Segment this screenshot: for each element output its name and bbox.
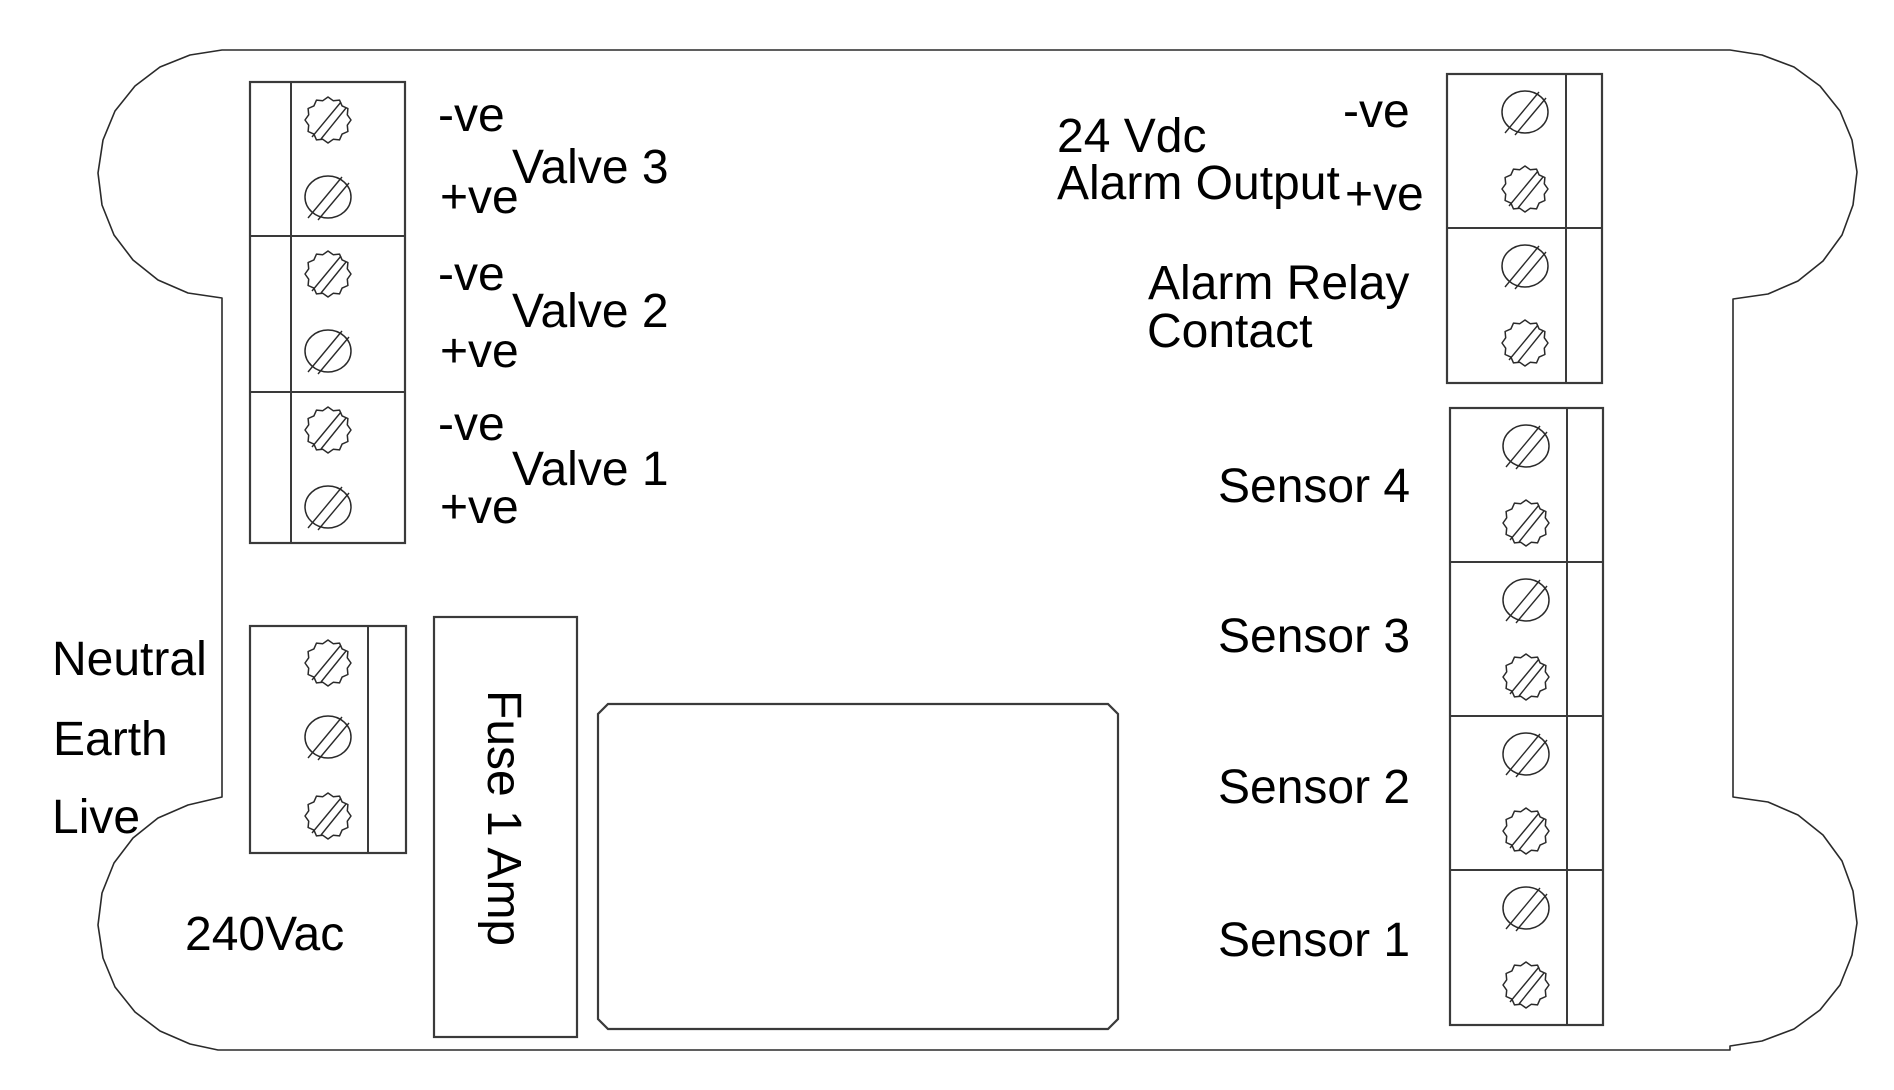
slotted-screw-icon [1502,578,1550,624]
alarm-terminal-block [1445,72,1604,385]
alarm-supply-line2-label: Alarm Output [1057,157,1340,210]
valve-2-label: Valve 2 [512,285,669,338]
serrated-screw-icon [304,639,352,687]
live-label: Live [52,791,140,844]
valve-3-neg-label: -ve [438,89,505,142]
slotted-screw-icon [304,485,352,531]
voltage-label: 240Vac [185,908,344,961]
serrated-screw-icon [1501,319,1549,367]
serrated-screw-icon [1502,653,1550,701]
alarm-supply-line1-label: 24 Vdc [1057,110,1206,163]
serrated-screw-icon [1502,807,1550,855]
sensor-2-label: Sensor 2 [1218,761,1410,814]
alarm-relay-line2-label: Contact [1147,305,1312,358]
slotted-screw-icon [304,329,352,375]
slotted-screw-icon [304,715,352,761]
alarm-neg-label: -ve [1343,85,1410,138]
slotted-screw-icon [1502,886,1550,932]
module-body-rect [596,702,1120,1031]
slotted-screw-icon [1501,90,1549,136]
valve-1-pos-label: +ve [440,481,519,534]
valve-2-neg-label: -ve [438,248,505,301]
slotted-screw-icon [1502,424,1550,470]
enclosure-outline [97,49,1858,1051]
valve-3-pos-label: +ve [440,171,519,224]
serrated-screw-icon [304,406,352,454]
serrated-screw-icon [1502,961,1550,1009]
sensor-3-label: Sensor 3 [1218,610,1410,663]
valve-terminal-block [248,80,407,545]
valve-3-label: Valve 3 [512,141,669,194]
fuse-label: Fuse 1 Amp [477,690,530,946]
serrated-screw-icon [304,96,352,144]
slotted-screw-icon [304,175,352,221]
valve-1-neg-label: -ve [438,398,505,451]
earth-label: Earth [53,713,168,766]
serrated-screw-icon [1502,499,1550,547]
neutral-label: Neutral [52,633,207,686]
alarm-relay-line1-label: Alarm Relay [1148,257,1409,310]
serrated-screw-icon [304,792,352,840]
serrated-screw-icon [1501,165,1549,213]
valve-1-label: Valve 1 [512,443,669,496]
mains-terminal-block [248,624,408,855]
fuse-holder [432,615,579,1039]
sensor-terminal-block [1448,406,1605,1027]
valve-2-pos-label: +ve [440,325,519,378]
serrated-screw-icon [304,250,352,298]
slotted-screw-icon [1501,244,1549,290]
sensor-4-label: Sensor 4 [1218,460,1410,513]
sensor-1-label: Sensor 1 [1218,914,1410,967]
alarm-pos-label: +ve [1345,168,1424,221]
slotted-screw-icon [1502,732,1550,778]
